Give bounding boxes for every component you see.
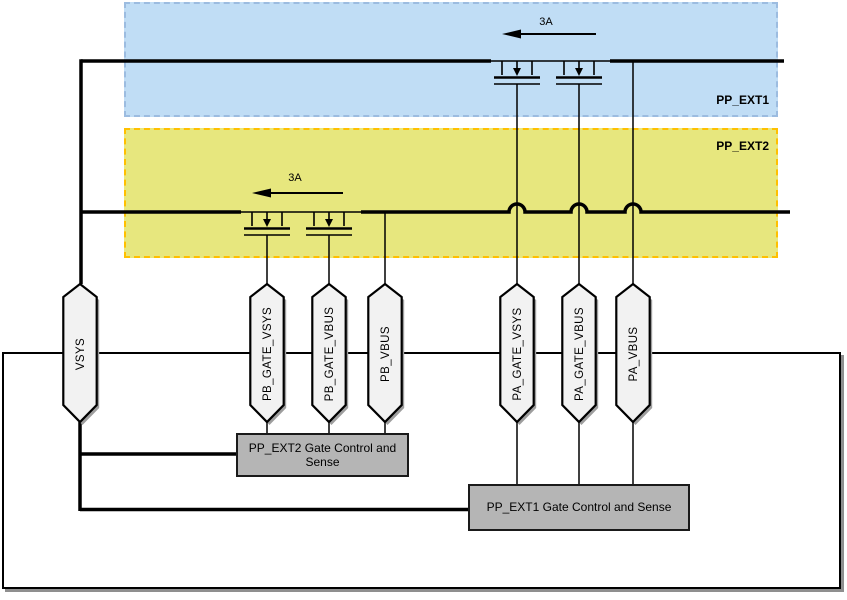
mosfet-symbol (494, 61, 540, 85)
block-pp-ext2-gate-control: PP_EXT2 Gate Control and Sense (236, 433, 409, 477)
mosfet-pair-pp-ext2 (244, 212, 352, 236)
signal-wires (241, 60, 634, 485)
mosfet-symbol (244, 212, 290, 236)
pp-ext2-rail-right-with-hops (361, 202, 790, 214)
body-arrow-icon (513, 68, 521, 76)
pin-flag-pa-vbus: PA_VBUS (615, 282, 653, 425)
region-pp-ext2: PP_EXT2 (124, 128, 778, 258)
pin-flag-pb-gate-vbus: PB_GATE_VBUS (311, 282, 349, 425)
body-arrow-icon (263, 219, 271, 227)
pin-flag-pa-gate-vbus: PA_GATE_VBUS (561, 282, 599, 425)
pin-flag-pb-gate-vsys: PB_GATE_VSYS (249, 282, 287, 425)
current-label: 3A (539, 16, 553, 28)
region-pp-ext1-label: PP_EXT1 (716, 93, 769, 107)
mosfet-symbol (306, 212, 352, 236)
pin-flag-pa-gate-vsys: PA_GATE_VSYS (499, 282, 537, 425)
pin-flag-vsys: VSYS (62, 282, 100, 425)
region-pp-ext2-label: PP_EXT2 (716, 139, 769, 153)
mosfet-symbol (556, 61, 602, 85)
block-pp-ext1-gate-control: PP_EXT1 Gate Control and Sense (468, 484, 690, 531)
block-label: PP_EXT2 Gate Control and Sense (248, 440, 397, 469)
pin-label: PA_GATE_VBUS (574, 307, 586, 401)
pin-label: PA_VBUS (628, 327, 640, 382)
current-arrow-pp-ext1: 3A (502, 16, 596, 39)
body-arrow-icon (325, 219, 333, 227)
pin-flag-pb-vbus: PB_VBUS (367, 282, 405, 425)
current-arrow-pp-ext2: 3A (252, 172, 343, 198)
power-rails (78, 59, 790, 512)
pin-label: PA_GATE_VSYS (512, 307, 524, 400)
pin-label: PB_GATE_VSYS (262, 307, 274, 401)
block-label: PP_EXT1 Gate Control and Sense (486, 500, 672, 515)
ic-boundary-outline (2, 352, 841, 589)
arrow-left-icon (502, 29, 521, 39)
pin-label: VSYS (75, 338, 87, 370)
pin-label: PB_VBUS (380, 326, 392, 382)
mosfet-pair-pp-ext1 (494, 61, 602, 85)
body-arrow-icon (575, 68, 583, 76)
current-label: 3A (288, 172, 302, 184)
pin-label: PB_GATE_VBUS (324, 307, 336, 402)
arrow-left-icon (252, 188, 271, 198)
